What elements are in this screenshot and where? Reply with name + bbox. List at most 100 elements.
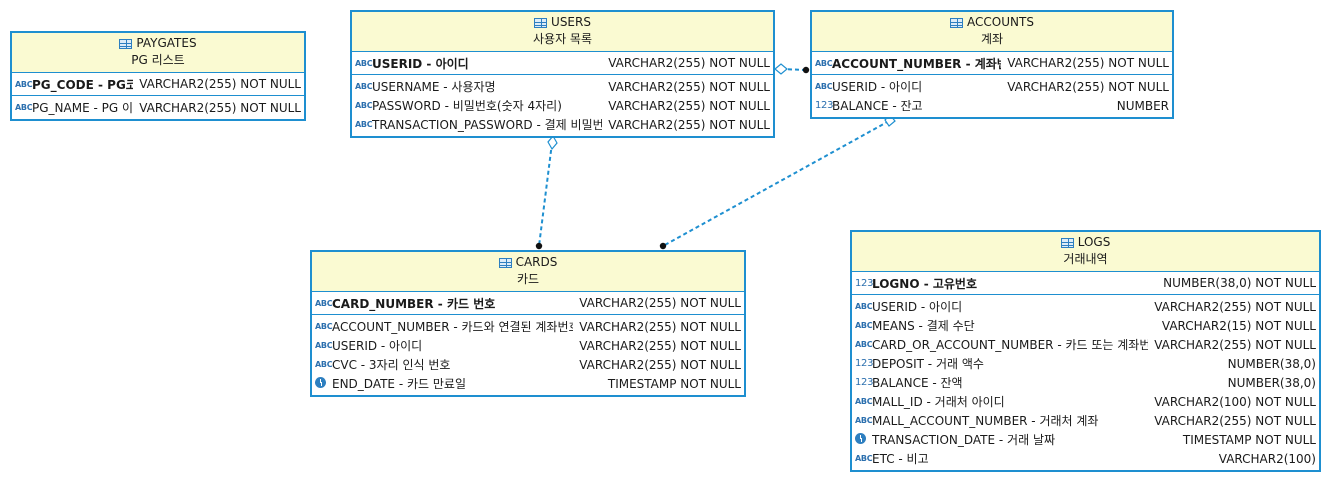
text-type-icon: ABC (355, 58, 373, 68)
column-type: NUMBER(38,0) NOT NULL (1163, 276, 1316, 290)
column-type: TIMESTAMP NOT NULL (607, 376, 741, 391)
column-type: VARCHAR2(255) NOT NULL (579, 338, 741, 353)
column-type: VARCHAR2(255) NOT NULL (608, 98, 770, 113)
text-type-icon: ABC (855, 416, 873, 425)
timestamp-icon (855, 433, 872, 446)
column-row[interactable]: END_DATE - 카드 만료일 TIMESTAMP NOT NULL (312, 374, 744, 393)
text-type-icon: ABC (815, 82, 833, 91)
column-name: TRANSACTION_PASSWORD - 결제 비밀번호 (372, 118, 603, 132)
column-type: VARCHAR2(255) NOT NULL (1154, 413, 1316, 428)
number-type-icon: 123 (815, 100, 834, 111)
column-type: VARCHAR2(255) NOT NULL (579, 357, 741, 372)
column-name: ACCOUNT_NUMBER - 카드와 연결된 계좌번호 (332, 320, 574, 334)
diamond-users-accounts (774, 63, 788, 75)
text-type-icon: ABC (815, 58, 833, 68)
entity-comment: 카드 (516, 272, 540, 286)
column-type: VARCHAR2(255) NOT NULL (139, 100, 301, 115)
entity-name: CARDS (515, 255, 558, 269)
column-name: BALANCE - 잔고 (832, 99, 923, 113)
link-markers (535, 63, 896, 250)
column-name: ETC - 비고 (872, 452, 929, 466)
column-name: MEANS - 결제 수단 (872, 319, 975, 333)
column-name: CVC - 3자리 인식 번호 (332, 358, 451, 372)
column-name: CARD_NUMBER - 카드 번호 (332, 296, 496, 311)
column-name: LOGNO - 고유번호 (872, 276, 978, 291)
column-type: VARCHAR2(255) NOT NULL (1007, 56, 1169, 70)
table-icon (950, 17, 964, 28)
column-type: VARCHAR2(255) NOT NULL (1154, 299, 1316, 314)
text-type-icon: ABC (355, 101, 373, 110)
column-name: USERNAME - 사용자명 (372, 80, 496, 94)
column-name: PG_CODE - PG코드 (32, 77, 134, 92)
column-name: PASSWORD - 비밀번호(숫자 4자리) (372, 99, 562, 113)
text-type-icon: ABC (855, 321, 873, 330)
column-name: CARD_OR_ACCOUNT_NUMBER - 카드 또는 계좌번호 (872, 338, 1149, 352)
text-type-icon: ABC (15, 103, 33, 112)
column-type: VARCHAR2(255) NOT NULL (1007, 79, 1169, 94)
entity-name: LOGS (1077, 235, 1111, 249)
column-type: VARCHAR2(255) NOT NULL (608, 56, 770, 70)
dot-accounts-users (802, 66, 810, 74)
entity-comment: PG 리스트 (131, 53, 185, 67)
column-type: VARCHAR2(255) NOT NULL (139, 77, 301, 91)
number-type-icon: 123 (855, 377, 874, 388)
text-type-icon: ABC (15, 79, 33, 89)
text-type-icon: ABC (315, 341, 333, 350)
text-type-icon: ABC (315, 322, 333, 331)
column-name: ACCOUNT_NUMBER - 계좌번호 (832, 56, 1002, 71)
entity-comment: 계좌 (980, 32, 1004, 46)
number-type-icon: 123 (855, 358, 874, 369)
text-type-icon: ABC (855, 454, 873, 463)
column-name: TRANSACTION_DATE - 거래 날짜 (872, 433, 1056, 447)
column-name: USERID - 아이디 (372, 56, 469, 71)
text-type-icon: ABC (355, 82, 373, 91)
column-name: MALL_ID - 거래처 아이디 (872, 395, 1005, 409)
column-name: END_DATE - 카드 만료일 (332, 377, 466, 391)
table-icon (498, 257, 512, 268)
text-type-icon: ABC (855, 340, 873, 349)
diamond-users-cards (547, 134, 558, 151)
column-name: BALANCE - 잔액 (872, 376, 963, 390)
column-type: NUMBER(38,0) (1227, 356, 1316, 371)
